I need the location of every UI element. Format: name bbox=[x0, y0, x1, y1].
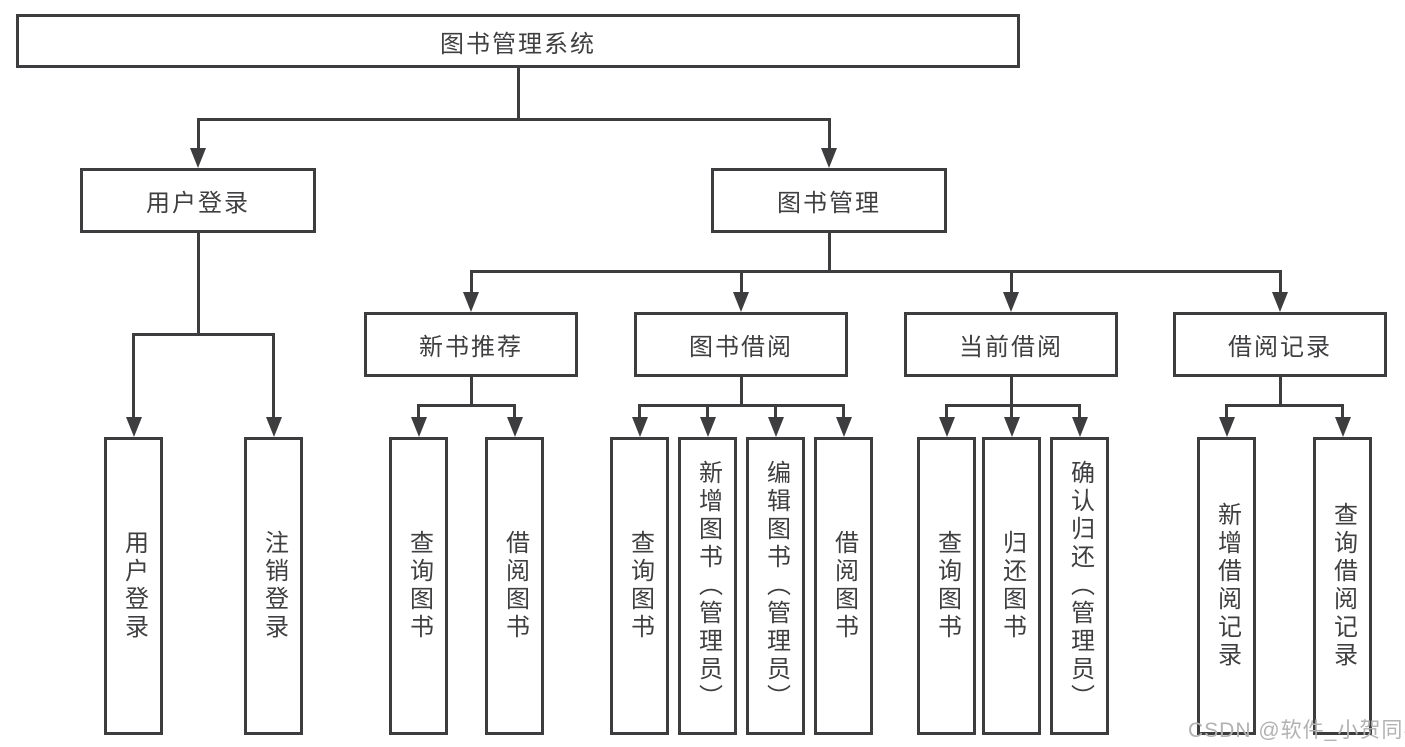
connector-segment bbox=[196, 118, 200, 150]
connector-segment bbox=[739, 377, 743, 406]
connector-segment bbox=[417, 404, 420, 419]
connector-segment bbox=[417, 404, 516, 407]
connector-segment bbox=[1341, 404, 1344, 419]
leaf-add-borrow-record: 新增借阅记录 bbox=[1197, 437, 1256, 735]
leaf-borrow-books-recommend: 借阅图书 bbox=[485, 437, 544, 735]
connector-segment bbox=[1278, 377, 1282, 406]
arrowhead-down-icon bbox=[767, 417, 784, 437]
leaf-confirm-return-admin: 确认归还（管理员） bbox=[1050, 437, 1109, 735]
arrowhead-down-icon bbox=[463, 292, 479, 312]
connector-segment bbox=[1225, 404, 1344, 407]
node-borrowing-records: 借阅记录 bbox=[1173, 312, 1387, 377]
node-book-management: 图书管理 bbox=[711, 168, 947, 233]
connector-segment bbox=[774, 404, 777, 419]
arrowhead-down-icon bbox=[835, 417, 852, 437]
arrowhead-down-icon bbox=[265, 417, 282, 437]
arrowhead-down-icon bbox=[125, 417, 142, 437]
connector-segment bbox=[638, 404, 845, 407]
connector-segment bbox=[1009, 270, 1013, 294]
connector-segment bbox=[1225, 404, 1228, 419]
connector-segment bbox=[827, 233, 831, 273]
connector-segment bbox=[945, 404, 948, 419]
leaf-query-borrow-record: 查询借阅记录 bbox=[1313, 437, 1372, 735]
connector-segment bbox=[1010, 404, 1013, 419]
connector-segment bbox=[827, 118, 831, 150]
leaf-add-book-admin: 新增图书（管理员） bbox=[678, 437, 737, 735]
connector-segment bbox=[739, 270, 743, 294]
connector-segment bbox=[706, 404, 709, 419]
arrowhead-down-icon bbox=[699, 417, 716, 437]
arrowhead-down-icon bbox=[1003, 292, 1019, 312]
arrowhead-down-icon bbox=[506, 417, 523, 437]
connector-segment bbox=[1278, 270, 1282, 294]
arrowhead-down-icon bbox=[631, 417, 648, 437]
connector-segment bbox=[196, 118, 831, 121]
leaf-edit-book-admin: 编辑图书（管理员） bbox=[746, 437, 805, 735]
arrowhead-down-icon bbox=[410, 417, 427, 437]
leaf-borrow-books-borrowing: 借阅图书 bbox=[814, 437, 873, 735]
arrowhead-down-icon bbox=[1003, 417, 1020, 437]
connector-segment bbox=[1009, 377, 1013, 406]
arrowhead-down-icon bbox=[1334, 417, 1351, 437]
leaf-user-login: 用户登录 bbox=[104, 437, 163, 735]
connector-segment bbox=[1078, 404, 1081, 419]
connector-segment bbox=[132, 333, 275, 336]
connector-segment bbox=[638, 404, 641, 419]
connector-segment bbox=[196, 233, 200, 335]
csdn-watermark: CSDN @软件_小贺同学 bbox=[1188, 719, 1405, 742]
connector-segment bbox=[513, 404, 516, 419]
connector-segment bbox=[842, 404, 845, 419]
arrowhead-down-icon bbox=[190, 148, 206, 168]
arrowhead-down-icon bbox=[938, 417, 955, 437]
node-book-borrowing: 图书借阅 bbox=[634, 312, 848, 377]
leaf-query-books-borrowing: 查询图书 bbox=[610, 437, 669, 735]
leaf-logout: 注销登录 bbox=[244, 437, 303, 735]
arrowhead-down-icon bbox=[1272, 292, 1288, 312]
leaf-return-book: 归还图书 bbox=[982, 437, 1041, 735]
arrowhead-down-icon bbox=[821, 148, 837, 168]
connector-segment bbox=[945, 404, 1081, 407]
leaf-query-books-current: 查询图书 bbox=[917, 437, 976, 735]
node-new-book-recommend: 新书推荐 bbox=[364, 312, 578, 377]
connector-segment bbox=[272, 333, 275, 418]
leaf-query-books-recommend: 查询图书 bbox=[389, 437, 448, 735]
connector-segment bbox=[469, 270, 473, 294]
node-current-borrowing: 当前借阅 bbox=[904, 312, 1118, 377]
node-user-login: 用户登录 bbox=[80, 168, 316, 233]
arrowhead-down-icon bbox=[1071, 417, 1088, 437]
connector-segment bbox=[132, 333, 135, 418]
connector-segment bbox=[516, 68, 520, 118]
arrowhead-down-icon bbox=[733, 292, 749, 312]
connector-segment bbox=[469, 377, 473, 406]
connector-segment bbox=[469, 270, 1282, 273]
node-library-management-system: 图书管理系统 bbox=[16, 14, 1020, 68]
arrowhead-down-icon bbox=[1218, 417, 1235, 437]
